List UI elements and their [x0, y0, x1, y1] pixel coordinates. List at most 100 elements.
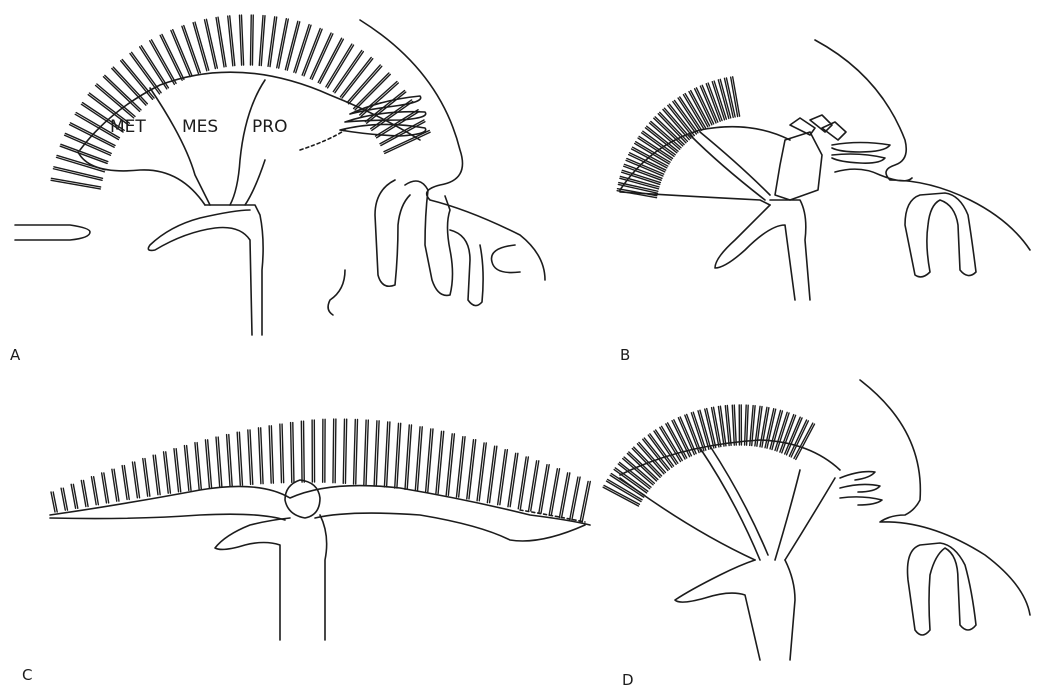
- fin-ray-d: [745, 405, 749, 445]
- fin-ray-c: [456, 437, 465, 497]
- fin-ray-c: [518, 457, 528, 509]
- fin-rays-c: [51, 419, 590, 522]
- fin-ray-c: [354, 419, 358, 484]
- fin-ray-a: [150, 40, 176, 85]
- fin-ray-c: [174, 449, 181, 492]
- panel-label-b: B: [620, 346, 630, 364]
- fin-ray-c: [559, 473, 569, 518]
- fin-ray-c: [91, 477, 98, 505]
- fin-ray-c: [395, 423, 401, 488]
- fin-rays-d: [603, 405, 814, 506]
- radial-split-2-a: [230, 80, 265, 205]
- fin-lower-outline-b: [620, 192, 770, 205]
- fin-ray-a: [160, 34, 184, 80]
- fin-ray-a: [310, 33, 333, 79]
- fin-ray-c: [205, 440, 211, 488]
- left-process-a: [15, 225, 90, 240]
- fin-ray-c: [227, 435, 233, 486]
- fin-ray-c: [258, 428, 263, 484]
- fin-ray-c: [164, 452, 171, 493]
- fin-ray-c: [122, 466, 129, 500]
- fin-ray-a: [318, 38, 343, 83]
- fin-ray-a: [250, 15, 253, 65]
- radial-split-2-d: [775, 470, 835, 560]
- fin-ray-c: [112, 469, 119, 501]
- fin-ray-c: [415, 427, 422, 491]
- pelvic-element-b: [905, 193, 976, 277]
- fin-ray-c: [184, 446, 191, 491]
- pelvic-element-d: [908, 543, 977, 635]
- fin-ray-c: [132, 462, 139, 498]
- fin-ray-c: [446, 434, 454, 495]
- fin-ray-a: [171, 30, 192, 77]
- fin-ray-a: [65, 133, 112, 155]
- fin-ray-a: [277, 19, 289, 68]
- fin-ray-c: [237, 432, 242, 485]
- panel-c: C: [22, 419, 590, 684]
- scapulocoracoid-b: [715, 200, 810, 300]
- basal-knob-c: [285, 480, 320, 518]
- label-mes: MES: [182, 117, 218, 137]
- fin-ray-c: [436, 431, 444, 493]
- pro-lower-dashed-a: [300, 130, 345, 150]
- fin-ray-c: [51, 492, 57, 512]
- fin-ray-c: [374, 421, 379, 486]
- fin-ray-c: [312, 420, 314, 482]
- fin-ray-c: [71, 484, 78, 508]
- fin-ray-c: [195, 443, 201, 490]
- fin-ray-c: [269, 426, 273, 483]
- fin-ray-c: [333, 419, 336, 483]
- panel-a: MET MES PRO A: [10, 15, 545, 364]
- radial-split-1-d: [700, 446, 768, 560]
- panel-b: B: [617, 40, 1030, 364]
- fin-ray-c: [467, 440, 476, 499]
- fin-ray-c: [153, 455, 160, 494]
- fin-ray-d: [750, 406, 755, 446]
- fin-ray-d: [732, 405, 736, 445]
- panel-label-c: C: [22, 666, 32, 684]
- fin-ray-a: [216, 17, 226, 67]
- fin-ray-c: [487, 446, 497, 502]
- clasper-tip-a: [328, 270, 345, 315]
- fin-ray-c: [280, 424, 284, 483]
- fin-ray-a: [259, 16, 265, 66]
- fin-ray-c: [570, 477, 580, 520]
- scapulocoracoid-a: [148, 205, 263, 335]
- scapulocoracoid-d: [675, 560, 795, 660]
- fin-ray-d: [725, 406, 731, 446]
- fin-lower-outline-c: [50, 513, 585, 541]
- fin-ray-c: [539, 465, 549, 513]
- fin-ray-c: [343, 419, 346, 483]
- scapulocoracoid-c: [215, 515, 327, 640]
- fin-ray-a: [285, 21, 299, 70]
- radial-split-3-a: [245, 160, 265, 205]
- fin-ray-c: [102, 473, 109, 503]
- fin-ray-a: [239, 15, 243, 65]
- fin-ray-c: [477, 443, 486, 501]
- propterygium-rays-b: [832, 143, 890, 164]
- panel-label-d: D: [622, 671, 634, 689]
- fin-ray-c: [61, 488, 67, 510]
- fin-ray-a: [51, 178, 101, 189]
- fin-ray-a: [384, 130, 430, 153]
- fin-ray-c: [508, 453, 518, 506]
- propterygium-rays-d: [840, 472, 882, 505]
- propterygium-block-b: [775, 115, 846, 200]
- fin-ray-c: [248, 430, 253, 484]
- panel-label-a: A: [10, 346, 21, 364]
- fin-ray-c: [323, 419, 325, 482]
- fin-ray-d: [739, 405, 741, 445]
- fin-ray-c: [580, 481, 590, 522]
- radial-split-b: [690, 132, 770, 200]
- fin-rays-b: [617, 77, 739, 198]
- fin-ray-c: [364, 420, 368, 485]
- fin-ray-a: [268, 17, 277, 67]
- fin-ray-c: [291, 423, 294, 483]
- fin-ray-c: [216, 437, 222, 487]
- fin-ray-c: [405, 425, 411, 489]
- body-outline-b: [815, 40, 1030, 250]
- fin-ray-c: [498, 450, 508, 505]
- fin-ray-c: [301, 421, 304, 482]
